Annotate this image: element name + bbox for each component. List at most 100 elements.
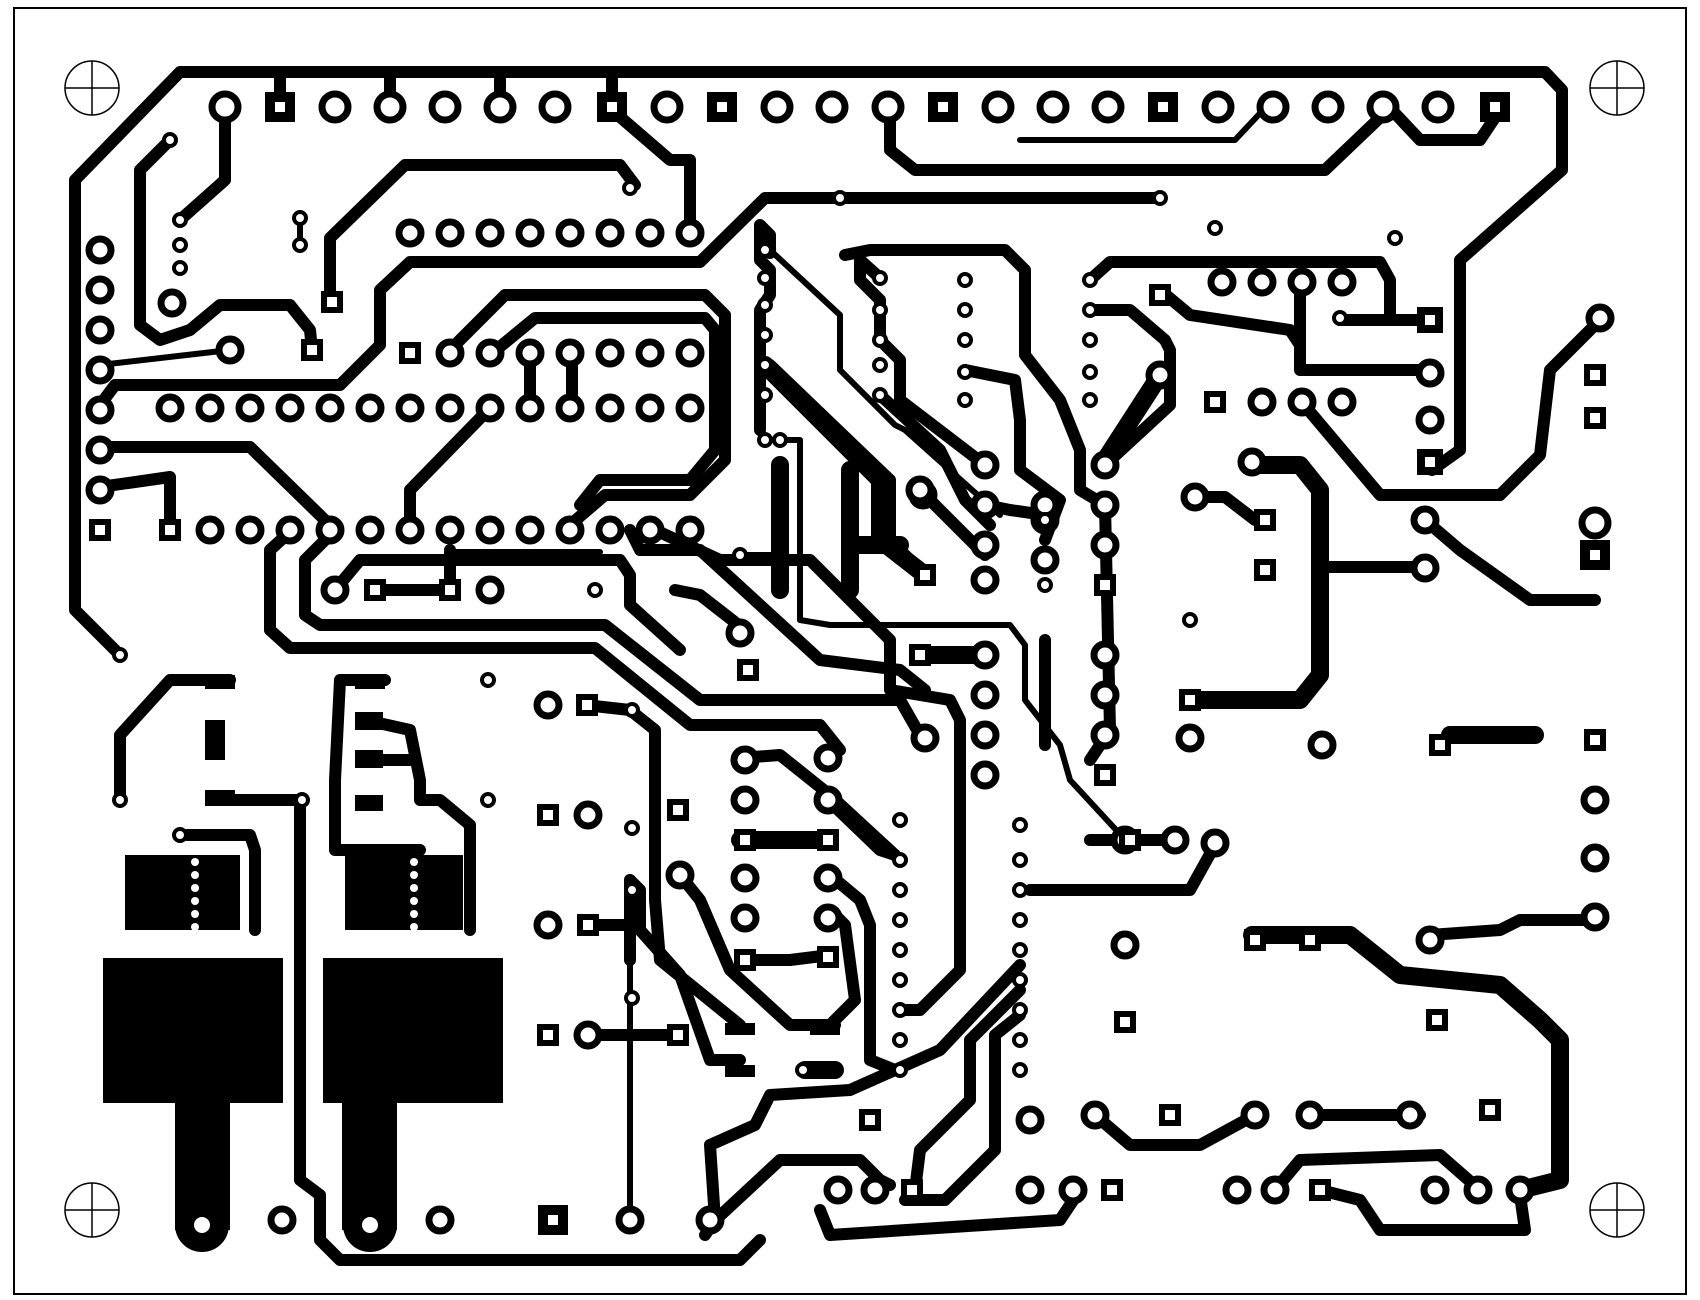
round-pad (872, 270, 888, 286)
round-pad (1260, 1175, 1290, 1205)
round-pad (195, 515, 225, 545)
square-pad-hole (740, 835, 750, 845)
square-pad-hole (1590, 370, 1600, 380)
round-pad (155, 393, 185, 423)
square-pad-hole (1100, 770, 1110, 780)
round-pad (1585, 303, 1615, 333)
square-pad-hole (1590, 735, 1600, 745)
round-pad (195, 393, 225, 423)
round-pad (892, 812, 908, 828)
copper-traces (69, 66, 1606, 1266)
round-pad (624, 702, 640, 718)
round-pad (981, 90, 1015, 124)
round-pad (905, 475, 935, 505)
square-pad-hole (823, 952, 833, 962)
round-pad (1327, 267, 1357, 297)
round-pad (1082, 392, 1098, 408)
square-pad-hole (583, 920, 593, 930)
round-pad (595, 218, 625, 248)
round-pad (757, 297, 773, 313)
square-pad-hole (1590, 550, 1600, 560)
round-pad (320, 575, 350, 605)
round-pad (1420, 1175, 1450, 1205)
crosshair-circle-icon (1589, 60, 1645, 116)
square-pad-hole (543, 810, 553, 820)
round-pad (970, 640, 1000, 670)
round-pad (1160, 825, 1190, 855)
round-pad (425, 1205, 455, 1235)
round-pad (1180, 482, 1210, 512)
mounting-hole-bottom-left (64, 1182, 120, 1238)
round-pad (622, 180, 638, 196)
square-pad-hole (1210, 397, 1220, 407)
round-pad (813, 785, 843, 815)
round-pad (872, 302, 888, 318)
crosshair-circle-icon (64, 1182, 120, 1238)
round-pad (1080, 1100, 1110, 1130)
round-pad (1082, 332, 1098, 348)
square-pad-hole (1590, 413, 1600, 423)
round-pad (162, 132, 178, 148)
round-pad (1410, 553, 1440, 583)
round-pad (1012, 912, 1028, 928)
round-pad (1012, 972, 1028, 988)
square-pad-hole (1158, 102, 1168, 112)
round-pad (635, 218, 665, 248)
round-pad (533, 910, 563, 940)
round-pad (112, 792, 128, 808)
round-pad (910, 723, 940, 753)
round-pad (235, 515, 265, 545)
round-pad (872, 387, 888, 403)
square-pad-hole (673, 805, 683, 815)
square-pad-hole (1100, 580, 1110, 590)
round-pad (1082, 364, 1098, 380)
square-pad-hole (865, 1115, 875, 1125)
round-pad (892, 852, 908, 868)
round-pad (1015, 1105, 1045, 1135)
round-pad (1090, 450, 1120, 480)
square-pad-hole (1432, 1015, 1442, 1025)
round-pad (815, 90, 849, 124)
round-pad (1037, 512, 1053, 528)
round-pad (795, 1062, 811, 1078)
round-pad (1463, 1175, 1493, 1205)
round-pad (892, 912, 908, 928)
round-pad (757, 270, 773, 286)
round-pad (480, 672, 496, 688)
round-pad (573, 1020, 603, 1050)
mounting-hole-top-left (64, 60, 120, 116)
round-pad (533, 690, 563, 720)
round-pad (675, 515, 705, 545)
round-pad (555, 393, 585, 423)
round-pad (538, 90, 572, 124)
square-pad-hole (1165, 1110, 1175, 1120)
round-pad (871, 90, 905, 124)
round-pad (860, 1175, 890, 1205)
round-pad (624, 882, 640, 898)
round-pad (1415, 925, 1445, 955)
round-pad (832, 190, 848, 206)
round-pad (1505, 1175, 1535, 1205)
round-pad (725, 618, 755, 648)
round-pad (1090, 720, 1120, 750)
square-pad-hole (1425, 315, 1435, 325)
round-pad (1082, 302, 1098, 318)
round-pad (772, 432, 788, 448)
round-pad (695, 1205, 725, 1235)
round-pad (970, 530, 1000, 560)
round-pad (595, 393, 625, 423)
round-pad (1421, 90, 1455, 124)
round-pad (1207, 220, 1223, 236)
round-pad (635, 393, 665, 423)
round-pad (1012, 1062, 1028, 1078)
round-pad (1327, 387, 1357, 417)
round-pad (1580, 843, 1610, 873)
round-pad (555, 515, 585, 545)
round-pad (292, 237, 308, 253)
square-pad-hole (1107, 1185, 1117, 1195)
round-pad (395, 218, 425, 248)
square-pad-hole (327, 297, 337, 307)
round-pad (1247, 267, 1277, 297)
round-pad (1082, 272, 1098, 288)
round-pad (813, 743, 843, 773)
